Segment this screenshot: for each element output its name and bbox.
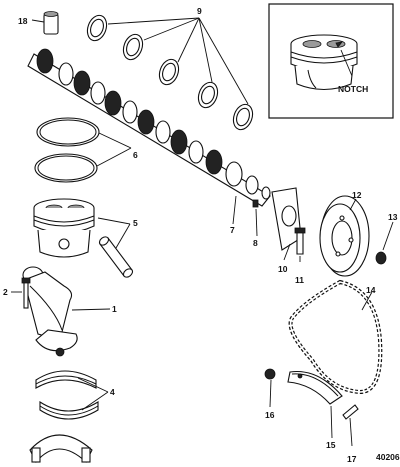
callout-8: 8 xyxy=(253,238,258,248)
callout-10: 10 xyxy=(278,264,288,274)
part-14-timing-chain xyxy=(288,279,383,395)
callout-12: 12 xyxy=(352,190,362,200)
part-5-piston-pin xyxy=(97,217,134,278)
callout-1: 1 xyxy=(112,304,117,314)
callout-11: 11 xyxy=(295,275,304,285)
part-13-bolt xyxy=(375,221,394,265)
part-8-key xyxy=(252,199,259,237)
callout-17: 17 xyxy=(347,454,357,464)
part-6-piston-rings xyxy=(34,117,132,183)
callout-14: 14 xyxy=(366,285,376,295)
callout-5: 5 xyxy=(133,218,138,228)
callout-2: 2 xyxy=(3,287,8,297)
part-16-bolt xyxy=(264,368,276,408)
leader-7 xyxy=(232,195,237,225)
part-17-bolt xyxy=(342,404,359,447)
part-9-cam-bearings xyxy=(86,14,254,131)
camshaft xyxy=(27,48,271,207)
inset-piston-detail: NOTCH xyxy=(268,3,394,119)
callout-4: 4 xyxy=(110,387,115,397)
part-5-piston xyxy=(33,198,95,258)
part-11-bolt xyxy=(294,227,306,262)
part-4-rod-bearings xyxy=(35,370,109,420)
callout-13: 13 xyxy=(388,212,398,222)
notch-label: NOTCH xyxy=(338,84,368,94)
callout-7: 7 xyxy=(230,225,235,235)
figure-code: 40206 xyxy=(376,452,400,462)
part-1-connecting-rod xyxy=(22,266,111,357)
callout-18: 18 xyxy=(18,16,28,26)
callout-16: 16 xyxy=(265,410,275,420)
callout-15: 15 xyxy=(326,440,336,450)
part-12-cam-sprocket xyxy=(319,195,370,277)
part-15-tensioner xyxy=(287,370,343,439)
part-18-lifter xyxy=(31,11,59,35)
callout-9: 9 xyxy=(197,6,202,16)
rod-cap xyxy=(29,434,93,463)
callout-6: 6 xyxy=(133,150,138,160)
part-2-rod-bolt xyxy=(11,277,31,309)
